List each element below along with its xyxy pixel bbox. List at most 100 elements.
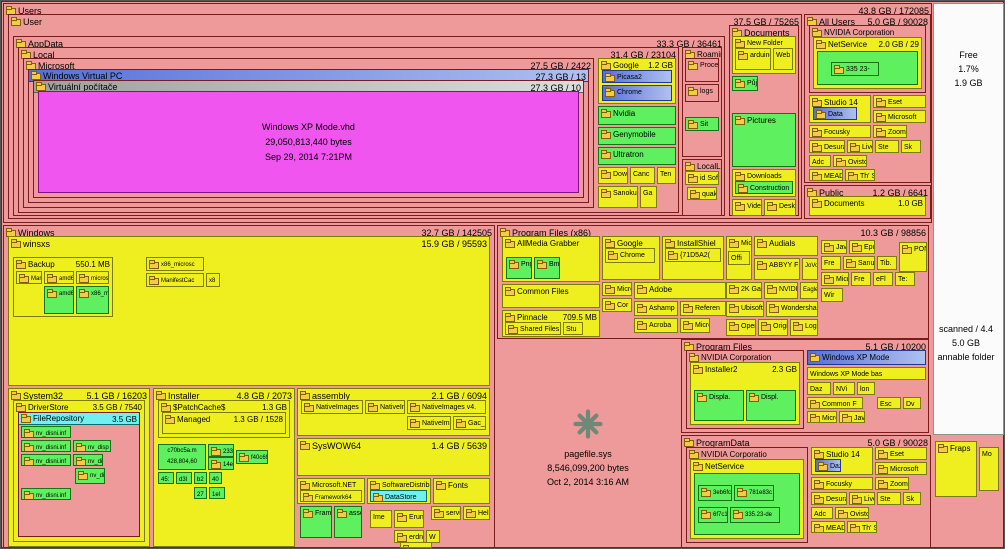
sanuk-cell[interactable]: Sanuk xyxy=(843,256,875,270)
mead-au-folder[interactable]: MEAD! xyxy=(809,169,843,181)
ste-pd-cell[interactable]: Ste xyxy=(877,492,901,505)
msi-cell-b2[interactable]: b2 xyxy=(194,472,207,484)
cell-6f7c1[interactable]: 6f7c1 xyxy=(698,507,728,523)
windows-xp-mode-base-file[interactable]: Windows XP Mode bas xyxy=(807,367,926,380)
asse-cell[interactable]: asse xyxy=(334,506,362,538)
pictures-folder[interactable]: Pictures xyxy=(732,113,796,167)
manifests-cell[interactable]: Manife: xyxy=(16,271,42,284)
procexp-folder[interactable]: Proce xyxy=(685,58,719,82)
msi-cell-f40c69[interactable]: f40c69 xyxy=(236,450,268,464)
abbyy-folder[interactable]: ABBYY F xyxy=(754,258,800,280)
free-space-region[interactable] xyxy=(933,3,1004,435)
audials-folder[interactable]: Audials xyxy=(754,236,818,256)
cell-335-23-de[interactable]: 335.23-de xyxy=(730,507,780,523)
puj-folder[interactable]: Půj xyxy=(732,76,758,91)
java-cell[interactable]: Java xyxy=(821,240,847,254)
video-folder[interactable]: Video xyxy=(732,199,762,216)
data-au-folder[interactable]: Data xyxy=(813,107,857,120)
pon-cell[interactable]: PON xyxy=(899,242,927,272)
msi-cell-45[interactable]: 45: xyxy=(158,472,174,484)
gac-n-folder[interactable]: Gac_N xyxy=(453,416,486,430)
nativeim-folder[interactable]: NativeIm. xyxy=(407,416,451,430)
nativeimages-v4-folder[interactable]: NativeImages v4. xyxy=(407,400,486,414)
x86-mi-green-cell[interactable]: x86_mi xyxy=(76,286,109,314)
cor-cell[interactable]: Cor xyxy=(602,298,632,312)
eset-au-folder[interactable]: Eset xyxy=(873,95,926,108)
msi-cell-1el[interactable]: 1el xyxy=(209,487,225,499)
amd64-tab-cell[interactable]: amd64 xyxy=(44,271,74,284)
msi-cell-d3l[interactable]: d3l xyxy=(176,472,192,484)
nv-dis-cell[interactable]: nv_dis xyxy=(73,454,103,466)
arduino-folder[interactable]: arduino- xyxy=(735,48,771,70)
te-cell[interactable]: Te: xyxy=(895,272,915,286)
epul-cell[interactable]: Epul xyxy=(849,240,875,254)
desktop-folder[interactable]: Desktop xyxy=(764,199,796,216)
adc-pd-cell[interactable]: Adc xyxy=(811,507,833,519)
nv-disp-cell[interactable]: nv_disp xyxy=(73,440,111,452)
framework64-folder[interactable]: Framework64 xyxy=(300,490,362,502)
efl-cell[interactable]: eFl xyxy=(873,272,893,286)
adobe-folder[interactable]: Adobe xyxy=(634,282,726,299)
shared-files-folder[interactable]: Shared Files xyxy=(505,322,561,335)
eset-pd-folder[interactable]: Eset xyxy=(875,447,927,460)
microsoft-au-folder[interactable]: Microsoft xyxy=(873,110,926,123)
x86-microsc-cell[interactable]: x86_microsc xyxy=(146,257,204,271)
live4-pd-cell[interactable]: Live 4 xyxy=(849,492,875,505)
focusky-pd-folder[interactable]: Focusky xyxy=(811,477,873,490)
cell-781e83c[interactable]: 781e83c xyxy=(734,485,774,501)
guid-71d5a2-cell[interactable]: {71D5A2( xyxy=(665,248,721,262)
ubisoft-folder[interactable]: Ubisoft xyxy=(726,301,764,317)
dv-cell[interactable]: Dv xyxy=(903,397,921,409)
windows-xp-mode-folder[interactable]: Windows XP Mode xyxy=(807,350,926,365)
mo-folder[interactable]: Mo xyxy=(979,447,999,491)
acroba-folder[interactable]: Acroba xyxy=(634,318,678,333)
msi-cell-40[interactable]: 40 xyxy=(209,472,222,484)
wir-cell[interactable]: Wir xyxy=(821,288,843,302)
amd64-green-cell[interactable]: amd64 xyxy=(44,286,74,314)
micro-cell-1[interactable]: Micro xyxy=(602,282,632,296)
daz-pd-cell[interactable]: Daz xyxy=(815,459,841,472)
web-folder[interactable]: Web xyxy=(773,48,793,70)
desura-pd-folder[interactable]: Desura xyxy=(811,492,847,505)
mead-pd-cell[interactable]: MEAD! xyxy=(811,521,845,533)
eagle-folder[interactable]: Eagle- xyxy=(800,282,818,299)
nativein-folder[interactable]: NativeIn xyxy=(365,400,405,414)
daz-pf-cell[interactable]: Daz xyxy=(807,382,831,395)
nvi-cell[interactable]: NVi xyxy=(833,382,855,395)
micro-cell-2[interactable]: Micro xyxy=(680,318,710,333)
id-soft-folder[interactable]: id Soft xyxy=(685,171,719,185)
datastore-folder[interactable]: DataStore xyxy=(370,490,427,502)
microsc-tab-cell[interactable]: microsc xyxy=(76,271,109,284)
common-files-x86-folder[interactable]: Common Files xyxy=(502,284,600,308)
2k-games-folder[interactable]: 2K Gam xyxy=(726,282,762,299)
fonts-folder[interactable]: Fonts xyxy=(433,478,490,504)
ultratron-folder[interactable]: Ultratron xyxy=(598,147,676,165)
sit-folder[interactable]: Sit xyxy=(685,117,719,131)
ten-folder[interactable]: Ten xyxy=(657,167,676,184)
x8-cell[interactable]: x8 xyxy=(206,273,220,287)
manifestcac-cell[interactable]: ManifestCac xyxy=(146,273,204,287)
esc-cell[interactable]: Esc xyxy=(877,397,901,409)
driver-335-23-cell[interactable]: 335 23- xyxy=(831,62,879,76)
cell-3eb6fc[interactable]: 3eb6fc: xyxy=(698,485,732,501)
bmp-cell[interactable]: Bmp xyxy=(534,257,560,279)
w-folder[interactable]: W xyxy=(426,530,440,543)
micro-pf-cell[interactable]: Micro xyxy=(807,411,837,423)
ime-folder[interactable]: Ime xyxy=(370,510,392,528)
nv-inf-cell-2[interactable]: nv_disni.inf xyxy=(21,440,71,452)
logs-folder[interactable]: logs xyxy=(685,84,719,102)
ashamp-folder[interactable]: Ashamp xyxy=(634,301,678,316)
offi-cell[interactable]: Offi xyxy=(728,251,750,265)
netservice-pd-green-box[interactable] xyxy=(694,473,800,535)
zoom-au-folder[interactable]: Zoom xyxy=(873,125,907,138)
sanoku-folder[interactable]: Sanoku xyxy=(598,186,638,208)
nv-inf-cell-3[interactable]: nv_disni.inf xyxy=(21,454,71,466)
sk-au-folder[interactable]: Sk xyxy=(901,140,921,153)
fre-cell-2[interactable]: Fre xyxy=(851,272,871,286)
downl-folder[interactable]: Downl xyxy=(598,167,628,184)
